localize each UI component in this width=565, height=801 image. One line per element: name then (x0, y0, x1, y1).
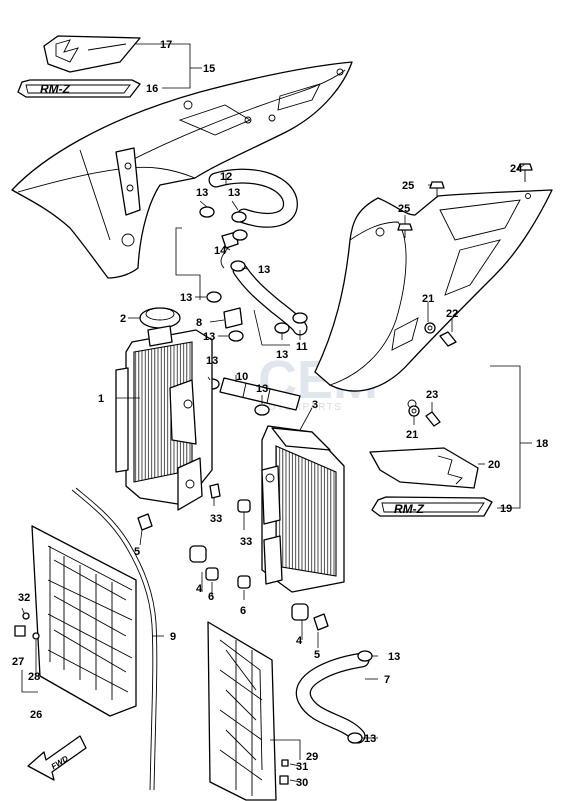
bolt-25-lower (397, 223, 413, 238)
callouts: 17 15 16 12 13 13 14 13 13 8 13 11 13 2 … (12, 39, 548, 789)
leader-lines (21, 43, 532, 783)
emblem-19: RM-Z (371, 496, 493, 517)
decal-20 (369, 447, 479, 489)
washer-21-lower (408, 405, 420, 417)
callout-13-e: 13 (203, 331, 215, 343)
callout-27: 27 (12, 656, 24, 668)
callout-12: 12 (220, 171, 232, 183)
emblem-16-logo: RM-Z (40, 82, 71, 96)
bolt-33-upper (209, 483, 221, 499)
collar-6-right (237, 575, 251, 589)
callout-1: 1 (98, 393, 104, 405)
washer-21-upper (424, 322, 436, 334)
callout-13-i: 13 (388, 651, 400, 663)
left-shroud (11, 61, 353, 279)
callout-25-b: 25 (398, 203, 410, 215)
right-shroud (314, 189, 553, 409)
right-radiator-3 (261, 425, 345, 593)
callout-25-a: 25 (402, 180, 414, 192)
callout-11: 11 (296, 341, 308, 353)
callout-31: 31 (296, 761, 308, 773)
washer-28 (32, 632, 40, 640)
callout-29: 29 (306, 751, 318, 763)
callout-21-b: 21 (406, 429, 418, 441)
callout-6-a: 6 (208, 591, 214, 603)
callout-13-b: 13 (228, 187, 240, 199)
callout-13-f: 13 (276, 349, 288, 361)
nut-27 (14, 625, 26, 637)
hose-7 (295, 652, 370, 744)
left-radiator-1 (115, 325, 213, 511)
nut-30 (279, 775, 289, 785)
callout-4-a: 4 (196, 583, 203, 595)
hose-12 (208, 168, 298, 228)
callout-10: 10 (236, 371, 248, 383)
watermark-sub: MOTORPARTS (258, 402, 342, 413)
fwd-arrow: FWD (27, 735, 87, 781)
decal-17 (43, 35, 141, 73)
callout-5-a: 5 (134, 546, 140, 558)
fitting-8 (223, 307, 243, 329)
callout-21-a: 21 (422, 293, 434, 305)
callout-16: 16 (146, 83, 158, 95)
callout-6-b: 6 (240, 605, 246, 617)
callout-13-a: 13 (196, 187, 208, 199)
callout-19: 19 (500, 503, 512, 515)
callout-5-b: 5 (314, 649, 320, 661)
callout-28: 28 (28, 671, 40, 683)
bolt-25-upper (429, 181, 445, 198)
callout-13-j: 13 (364, 733, 376, 745)
bolt-22 (439, 331, 457, 347)
bolt-32 (22, 612, 30, 620)
callout-2: 2 (120, 313, 126, 325)
radiator-cap-2 (139, 307, 181, 329)
callout-24: 24 (510, 163, 523, 175)
callout-33-a: 33 (210, 513, 222, 525)
collar-6-left (205, 567, 219, 581)
callout-13-g: 13 (206, 355, 218, 367)
callout-9: 9 (170, 631, 176, 643)
bolt-5-left (137, 513, 153, 531)
callout-7: 7 (384, 674, 390, 686)
callout-13-d: 13 (180, 292, 192, 304)
bolt-5-right (313, 613, 329, 631)
callout-14: 14 (214, 245, 227, 257)
emblem-16: RM-Z (17, 79, 141, 98)
callout-18: 18 (536, 438, 548, 450)
callout-33-b: 33 (240, 536, 252, 548)
callout-13-h: 13 (256, 383, 268, 395)
hose-11 (232, 262, 308, 336)
callout-13-c: 13 (258, 264, 270, 276)
callout-22: 22 (446, 308, 458, 320)
emblem-19-logo: RM-Z (394, 502, 425, 516)
callout-8: 8 (196, 317, 202, 329)
callout-3: 3 (312, 399, 318, 411)
grommet-4-left (189, 545, 207, 563)
callout-17: 17 (160, 39, 172, 51)
bolt-24 (517, 163, 533, 182)
grommet-4-right (291, 603, 309, 621)
pipe-10 (219, 377, 301, 411)
callout-15: 15 (203, 63, 215, 75)
collar-33-lower (237, 499, 251, 513)
left-louver-26 (31, 525, 137, 717)
callout-32: 32 (18, 592, 30, 604)
callout-4-b: 4 (296, 635, 303, 647)
reservoir-hose-9 (71, 487, 158, 791)
bolt-23 (425, 411, 441, 427)
callout-23: 23 (426, 389, 438, 401)
callout-26: 26 (30, 709, 42, 721)
callout-20: 20 (488, 459, 500, 471)
screw-31 (281, 759, 289, 767)
right-louver-29 (207, 621, 277, 801)
callout-30: 30 (296, 777, 308, 789)
